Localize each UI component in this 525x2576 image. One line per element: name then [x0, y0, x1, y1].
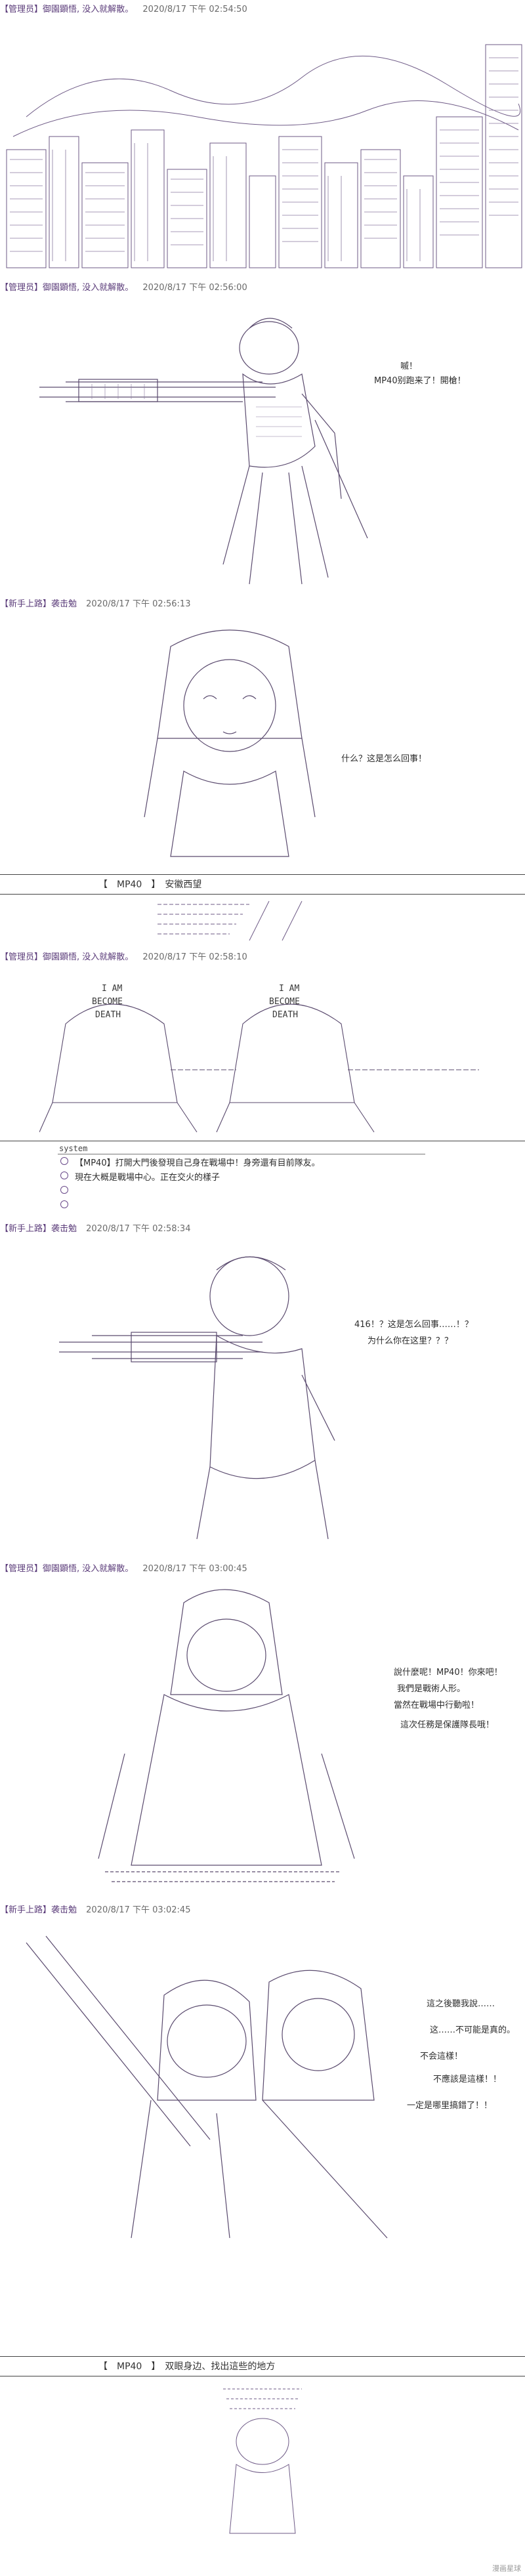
ascii-art-two-girls-scene: [20, 1930, 407, 2245]
speech-line: 當然在戰場中行動啦！: [394, 1700, 480, 1710]
art-text: BECOME: [92, 997, 123, 1007]
ascii-art-cityscape: [0, 18, 525, 274]
ascii-art-two-characters: [85, 1583, 361, 1891]
ascii-art-soldier-aiming: [52, 1244, 341, 1546]
post-time: 2020/8/17 下午 02:56:13: [86, 599, 191, 609]
post-header: 【管理员】御園顕悟, 没入就解散。 2020/8/17 下午 02:56:00: [0, 281, 525, 295]
speech-line: 這之後聽我說……: [427, 1999, 495, 2009]
art-text: BECOME: [269, 997, 300, 1007]
post-author[interactable]: 【新手上路】袭击勉: [0, 1905, 77, 1915]
post-header: 【新手上路】袭击勉 2020/8/17 下午 02:56:13: [0, 597, 525, 612]
ascii-art-small-figure: [197, 2382, 328, 2546]
ascii-art-soldier-rifle: [26, 302, 394, 591]
post-header: 【管理员】御園顕悟, 没入就解散。 2020/8/17 下午 03:00:45: [0, 1562, 525, 1576]
system-row: [58, 1198, 425, 1212]
speech-line: 为什么你在这里？？？: [368, 1336, 453, 1346]
art-text: I AM: [279, 984, 299, 994]
art-text: DEATH: [95, 1010, 121, 1020]
post-time: 2020/8/17 下午 02:54:50: [142, 5, 247, 14]
scene-divider: [0, 874, 525, 875]
speech-line: MP40别跑来了！開槍！: [374, 376, 466, 386]
circle-icon: [60, 1172, 68, 1179]
circle-icon: [60, 1157, 68, 1165]
post-time: 2020/8/17 下午 02:56:00: [142, 283, 247, 293]
speech-line: 不應該是這樣！！: [433, 2075, 502, 2084]
art-text: DEATH: [272, 1010, 298, 1020]
scene-label: 【 MP40 】 安徽西望: [98, 879, 202, 890]
system-row: 現在大概是戰場中心。正在交火的樣子: [58, 1169, 425, 1183]
ascii-art-become-death: I AM BECOME DEATH I AM BECOME DEATH: [39, 971, 486, 1135]
watermark: 漫画星球: [492, 2564, 521, 2573]
post-time: 2020/8/17 下午 03:00:45: [142, 1564, 247, 1574]
post-header: 【管理员】御園顕悟, 没入就解散。 2020/8/17 下午 02:58:10: [0, 950, 525, 965]
speech-line: 我們是戰術人形。: [397, 1684, 466, 1694]
speech-line: 什么？这是怎么回事！: [341, 754, 427, 764]
post-author[interactable]: 【管理员】御園顕悟, 没入就解散。: [0, 283, 134, 293]
post-time: 2020/8/17 下午 03:02:45: [86, 1905, 191, 1915]
scene-label: 【 MP40 】 双眼身边、找出這些的地方: [98, 2361, 276, 2372]
scene-divider: [0, 894, 525, 895]
speech-line: 說什麼呢！MP40！你來吧！: [394, 1668, 503, 1678]
system-row: [58, 1183, 425, 1198]
post-time: 2020/8/17 下午 02:58:10: [142, 952, 247, 962]
speech-line: 这……不可能是真的。: [430, 2025, 516, 2035]
system-box: system 【MP40】打開大門後發現自己身在戰場中！身旁還有目前隊友。 現在…: [58, 1143, 425, 1212]
speech-line: 這次任務是保護隊長哦！: [400, 1720, 495, 1730]
post-author[interactable]: 【管理员】御園顕悟, 没入就解散。: [0, 952, 134, 962]
ascii-art-girl-portrait: [131, 620, 328, 870]
post-author[interactable]: 【新手上路】袭击勉: [0, 599, 77, 609]
post-author[interactable]: 【新手上路】袭击勉: [0, 1224, 77, 1234]
post-header: 【新手上路】袭击勉 2020/8/17 下午 03:02:45: [0, 1903, 525, 1918]
post-time: 2020/8/17 下午 02:58:34: [86, 1224, 191, 1234]
system-text: 【MP40】打開大門後發現自己身在戰場中！身旁還有目前隊友。: [75, 1158, 320, 1168]
circle-icon: [60, 1186, 68, 1194]
speech-line: 一定是哪里搞錯了！！: [407, 2101, 493, 2111]
system-row: 【MP40】打開大門後發現自己身在戰場中！身旁還有目前隊友。: [58, 1154, 425, 1169]
post-header: 【管理员】御園顕悟, 没入就解散。 2020/8/17 下午 02:54:50: [0, 3, 525, 17]
system-text: 現在大概是戰場中心。正在交火的樣子: [75, 1173, 220, 1183]
post-author[interactable]: 【管理员】御園顕悟, 没入就解散。: [0, 1564, 134, 1574]
art-text: I AM: [102, 984, 122, 994]
speech-line: 不会這樣！: [420, 2052, 463, 2061]
scene-divider: [0, 2356, 525, 2357]
ascii-art-dash-lines: [151, 898, 348, 944]
circle-icon: [60, 1200, 68, 1208]
speech-line: 416！？这是怎么回事……！？: [354, 1320, 473, 1330]
post-header: 【新手上路】袭击勉 2020/8/17 下午 02:58:34: [0, 1222, 525, 1236]
speech-line: 嘁！: [400, 362, 418, 371]
system-title: system: [58, 1143, 425, 1154]
post-author[interactable]: 【管理员】御園顕悟, 没入就解散。: [0, 5, 134, 14]
